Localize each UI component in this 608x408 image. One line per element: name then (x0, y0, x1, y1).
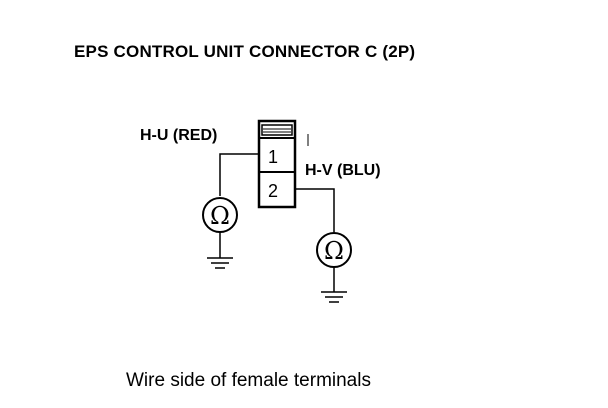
wire-label-h-u: H-U (RED) (140, 127, 218, 144)
pin-1-number: 1 (268, 147, 278, 167)
diagram-title: EPS CONTROL UNIT CONNECTOR C (2P) (74, 42, 416, 61)
connector-c (257, 119, 309, 209)
pin-2-number: 2 (268, 181, 278, 201)
wire-h-u (219, 153, 259, 196)
ohmmeter-icon: Ω (202, 197, 238, 233)
wire-label-h-v: H-V (BLU) (305, 162, 381, 179)
ohmmeter-symbol: Ω (324, 237, 344, 265)
connector-housing (257, 119, 297, 209)
ground-icon (207, 232, 233, 269)
ohmmeter-symbol: Ω (210, 202, 230, 230)
wire-h-v (295, 188, 335, 232)
ohmmeter-icon: Ω (316, 232, 352, 268)
ground-icon (321, 267, 347, 303)
connector-lock-tab (261, 124, 293, 136)
diagram-caption: Wire side of female terminals (126, 370, 371, 391)
